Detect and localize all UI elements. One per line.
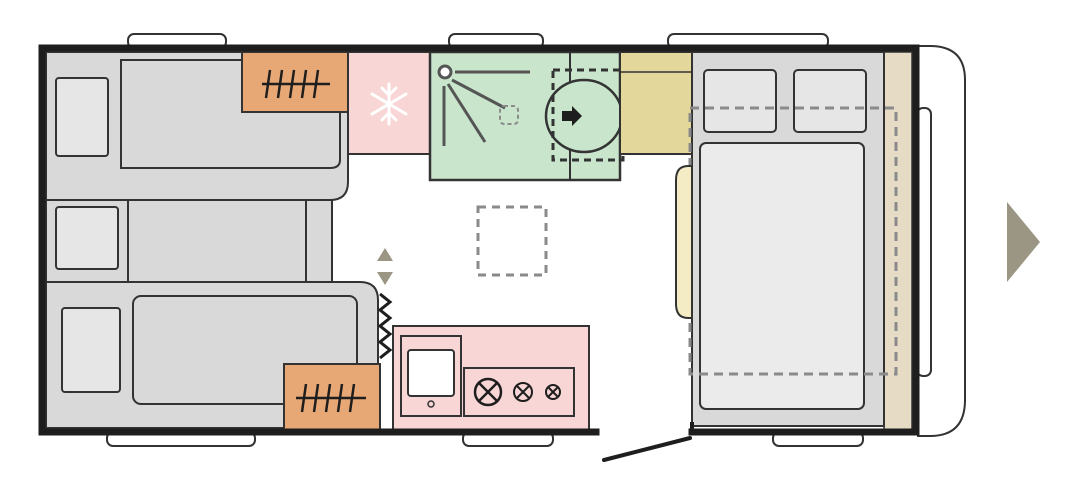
wardrobe bbox=[619, 51, 693, 155]
roof-vent bbox=[476, 205, 548, 277]
pillow bbox=[61, 307, 121, 393]
shower-icon bbox=[437, 64, 530, 146]
toilet-icon bbox=[544, 78, 624, 154]
up-down-arrows-icon bbox=[377, 248, 393, 285]
arrow-icon bbox=[562, 106, 582, 126]
gas-burner-icon bbox=[473, 377, 503, 407]
pillow bbox=[703, 69, 777, 133]
drawbar-storage bbox=[883, 51, 913, 431]
gas-burner-icon bbox=[545, 384, 561, 400]
pillow bbox=[793, 69, 867, 133]
entry-door[interactable] bbox=[602, 436, 692, 462]
heater-icon bbox=[296, 383, 366, 413]
hob bbox=[463, 367, 575, 417]
heater-icon bbox=[262, 69, 330, 99]
pillow bbox=[55, 206, 119, 270]
gas-burner-icon bbox=[513, 382, 533, 402]
outer-walls bbox=[38, 44, 920, 436]
shower-drain bbox=[499, 105, 519, 125]
snowflake-icon bbox=[370, 82, 408, 126]
folding-partition bbox=[377, 292, 393, 360]
sink-drain bbox=[427, 400, 435, 408]
mattress bbox=[699, 142, 865, 410]
sink-icon bbox=[407, 349, 455, 397]
pillow bbox=[55, 77, 109, 157]
mattress bbox=[127, 199, 307, 283]
heater-top bbox=[241, 51, 349, 113]
arrow-right-icon bbox=[1007, 202, 1040, 282]
bedside-shelf bbox=[675, 165, 693, 319]
